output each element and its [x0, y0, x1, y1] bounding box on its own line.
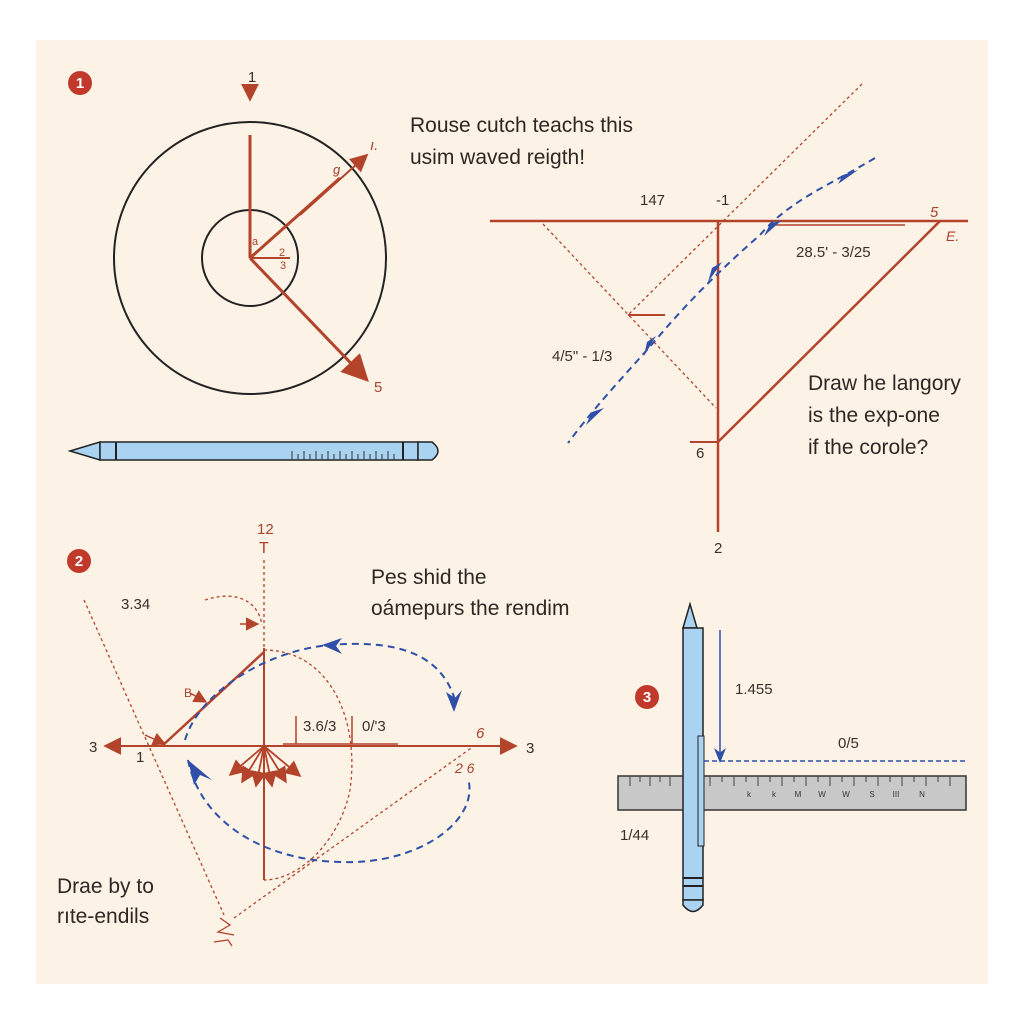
dotted-diagonal-long: [627, 83, 863, 316]
label-144: 1/44: [620, 827, 649, 844]
pencil-horizontal: [67, 440, 439, 462]
blue-arrowhead-1: [838, 170, 858, 184]
ruler: [617, 775, 967, 811]
caption-2-line-2: oámepurs the rendim: [371, 597, 569, 620]
ruler-tick-labels: k k M W W S III N: [747, 790, 925, 799]
caption-1b-line-1: Draw he langory: [808, 372, 961, 395]
diagonal-line: [717, 220, 941, 443]
svg-text:N: N: [919, 790, 925, 799]
label-T: T: [259, 540, 269, 557]
label-arrow-tip: ı.: [370, 137, 378, 154]
label-bottom: 5: [374, 379, 382, 396]
angle-line: [161, 651, 265, 747]
label-inner-a: a: [252, 236, 259, 248]
label-2-6: 2 6: [454, 760, 475, 776]
caption-1-line-2: usim waved reigth!: [410, 146, 585, 169]
label-top: 1: [248, 69, 256, 86]
blue-arrowhead-left: [188, 760, 212, 785]
ruler-ticks: [629, 776, 951, 786]
step-2-badge-text: 2: [75, 553, 83, 570]
svg-text:k: k: [747, 790, 752, 799]
label-5: 5: [930, 204, 939, 221]
label-36: 3.6/3: [303, 718, 336, 735]
label-minus-1: -1: [716, 192, 729, 209]
dotted-right-diagonal: [233, 745, 475, 919]
step-2-badge: [67, 549, 91, 573]
corner-arrow: [144, 732, 167, 746]
caption-1-line-1: Rouse cutch teachs this: [410, 114, 633, 137]
caption-1b-line-3: if the corole?: [808, 436, 928, 459]
label-inner-c: 3: [280, 260, 286, 272]
dotted-circle-arc: [263, 649, 353, 881]
pencil-vertical: [682, 601, 705, 913]
squiggle-mark: [213, 917, 235, 947]
bottom-caption-line-2: rıte-endils: [57, 905, 149, 928]
step-1-badge: [68, 71, 92, 95]
label-3-left: 3: [89, 739, 97, 756]
caption-1b-line-2: is the exp-one: [808, 404, 940, 427]
blue-arrowhead-5: [586, 408, 604, 425]
panel-3: 3 k k M W W S III N: [617, 601, 968, 913]
blue-arrowhead-top: [322, 638, 342, 654]
step-1-badge-text: 1: [76, 75, 84, 92]
panel-2: 2 12 T 3.34 B 3 1: [57, 521, 569, 947]
b-tick-arrow: [189, 690, 208, 703]
label-6: 6: [696, 445, 704, 462]
label-E: E.: [946, 228, 959, 244]
label-12: 12: [257, 521, 274, 538]
label-inner-b: 2: [279, 247, 285, 259]
bottom-caption-line-1: Drae by to: [57, 875, 154, 898]
label-left-fraction: 4/5" - 1/3: [552, 348, 612, 365]
panel-1: 1 1 ı. g a 2 3 5: [67, 69, 633, 462]
label-1455: 1.455: [735, 681, 773, 698]
arrow-fan: [228, 745, 302, 788]
svg-text:k: k: [772, 790, 777, 799]
blue-arrowhead-4: [644, 336, 656, 356]
label-2: 2: [714, 540, 722, 557]
blue-arrowhead-right: [446, 690, 462, 712]
step-3-badge-text: 3: [643, 689, 651, 706]
blue-loop-lower: [187, 759, 471, 864]
diagonal-down-radius: [248, 256, 369, 382]
caption-2-line-1: Pes shid the: [371, 566, 487, 589]
diagonal-up-arrow: [299, 153, 369, 216]
panel-1b: 147 -1 5 E. 28.5' - 3/25 4/5" - 1/3 6 2 …: [490, 83, 968, 557]
label-05: 0/5: [838, 735, 859, 752]
blue-dashed-wave: [567, 157, 876, 444]
label-3-right: 3: [526, 740, 534, 757]
paper-background: [36, 40, 988, 984]
label-fraction: 28.5' - 3/25: [796, 244, 871, 261]
step-3-badge: [635, 685, 659, 709]
svg-text:S: S: [869, 790, 874, 799]
outer-circle: [113, 121, 387, 395]
svg-text:W: W: [818, 790, 826, 799]
dotted-left-diagonal: [542, 223, 717, 409]
blue-arrowhead-3: [708, 262, 722, 282]
svg-text:M: M: [795, 790, 802, 799]
label-6: 6: [476, 725, 485, 742]
label-mid: g: [333, 162, 341, 177]
label-B: B: [184, 686, 192, 700]
label-147: 147: [640, 192, 665, 209]
label-03: 0/'3: [362, 718, 386, 735]
blue-arrowhead-2: [764, 220, 782, 236]
svg-text:III: III: [893, 790, 900, 799]
label-1: 1: [136, 749, 144, 766]
svg-text:W: W: [842, 790, 850, 799]
label-334: 3.34: [121, 596, 150, 613]
